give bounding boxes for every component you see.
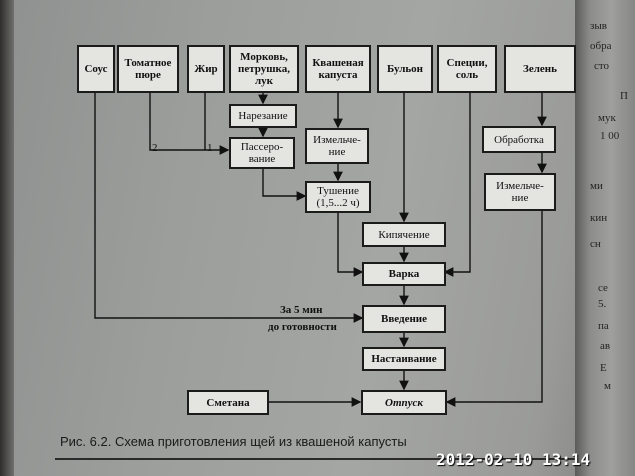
right-page-text: сн (590, 238, 601, 250)
right-page-text: кин (590, 212, 608, 224)
node-cabbage: Квашеная капуста (305, 45, 371, 93)
figure-caption: Рис. 6.2. Схема приготовления щей из ква… (60, 434, 407, 449)
node-sous: Соус (77, 45, 115, 93)
right-page-text: мук (598, 112, 616, 124)
node-greens-chopping: Измельче-ние (484, 173, 556, 211)
caption-rule (55, 458, 575, 460)
label-before-ready-2: до готовности (268, 321, 337, 333)
right-page-text: обра (590, 40, 612, 52)
node-sauteing: Пассеро-вание (229, 137, 295, 169)
edge-spices-cooking (443, 92, 471, 277)
edge-sous-adding (94, 92, 364, 323)
node-fat: Жир (187, 45, 225, 93)
right-page-text: 1 00 (600, 130, 620, 142)
label-num-2: 2 (152, 142, 158, 154)
node-spices: Специи, соль (437, 45, 497, 93)
node-serving: Отпуск (361, 390, 447, 415)
edge-greenschop-serving (445, 210, 543, 407)
node-greens: Зелень (504, 45, 576, 93)
photo-timestamp: 2012-02-10 13:14 (436, 450, 591, 469)
node-cooking: Варка (362, 262, 446, 286)
node-boiling: Кипячение (362, 222, 446, 247)
right-page-text: 5. (598, 298, 607, 310)
right-page-text: ми (590, 180, 603, 192)
right-page-text: сто (594, 60, 610, 72)
right-page-text: се (598, 282, 608, 294)
edge-sauteing-stewing (262, 168, 307, 201)
node-cutting: Нарезание (229, 104, 297, 128)
edge-stewing-cooking (337, 212, 364, 277)
node-infusing: Настаивание (362, 347, 446, 371)
node-adding: Введение (362, 305, 446, 333)
node-stewing: Тушение (1,5...2 ч) (305, 181, 371, 213)
node-chopping: Измельче-ние (305, 128, 369, 164)
label-before-ready-1: За 5 мин (280, 304, 323, 316)
label-num-1: 1 (207, 142, 213, 154)
right-page-text: ав (600, 340, 611, 352)
node-processing: Обработка (482, 126, 556, 153)
node-veg: Морковь, петрушка, лук (229, 45, 299, 93)
right-page-edge (575, 0, 635, 476)
right-page-text: Е (600, 362, 607, 374)
right-page-text: па (598, 320, 609, 332)
node-smetana: Сметана (187, 390, 269, 415)
right-page-text: зыв (590, 20, 607, 32)
right-page-text: П (620, 90, 628, 102)
node-broth: Бульон (377, 45, 433, 93)
right-page-text: м (604, 380, 611, 392)
page-shadow (0, 0, 14, 476)
edge-tomato-sauteing (149, 92, 230, 155)
node-tomato: Томатное пюре (117, 45, 179, 93)
